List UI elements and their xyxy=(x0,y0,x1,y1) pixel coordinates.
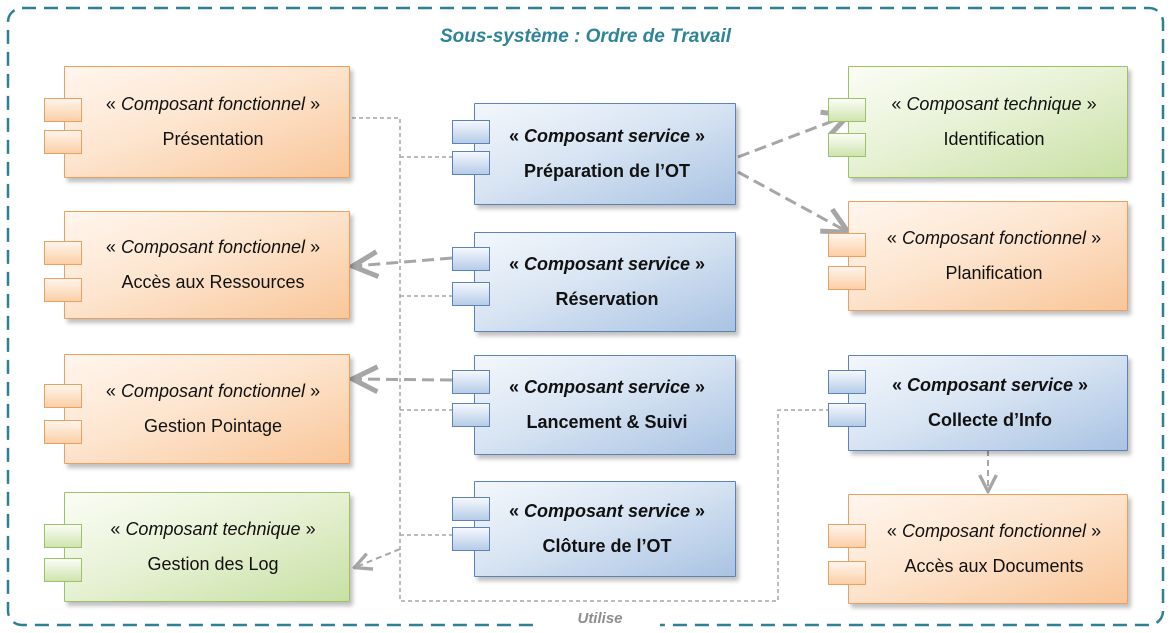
component-gestion-pointage[interactable]: « Composant fonctionnel » Gestion Pointa… xyxy=(64,354,350,464)
component-port-icon xyxy=(44,420,82,444)
arrow-lancement-to-gestion-pointage xyxy=(355,379,453,380)
component-port-icon xyxy=(452,151,490,175)
component-port-icon xyxy=(44,524,82,548)
component-port-icon xyxy=(828,561,866,585)
component-name: Clôture de l’OT xyxy=(542,536,672,556)
component-acces-ressources[interactable]: « Composant fonctionnel » Accès aux Ress… xyxy=(64,211,350,319)
component-reservation[interactable]: « Composant service » Réservation xyxy=(474,232,736,332)
component-port-icon xyxy=(452,120,490,144)
component-name: Identification xyxy=(943,129,1045,149)
component-port-icon xyxy=(828,133,866,157)
stereotype-label: « Composant fonctionnel » xyxy=(886,521,1102,541)
stereotype-label: « Composant technique » xyxy=(891,94,1097,114)
component-port-icon xyxy=(452,282,490,306)
arrow-preparation-to-planification xyxy=(737,170,846,231)
stereotype-label: « Composant fonctionnel » xyxy=(105,94,321,114)
component-name: Planification xyxy=(945,263,1043,283)
component-port-icon xyxy=(452,497,490,521)
component-name: Accès aux Ressources xyxy=(121,272,305,292)
component-identification[interactable]: « Composant technique » Identification xyxy=(848,66,1128,178)
component-port-icon xyxy=(44,558,82,582)
component-port-icon xyxy=(44,278,82,302)
trunk-left xyxy=(352,117,828,602)
stereotype-label: « Composant fonctionnel » xyxy=(105,237,321,257)
arrow-preparation-to-identification xyxy=(737,116,846,159)
frame-title: Sous-système : Ordre de Travail xyxy=(439,26,732,47)
component-collecte[interactable]: « Composant service » Collecte d’Info xyxy=(848,355,1128,451)
component-presentation[interactable]: « Composant fonctionnel » Présentation xyxy=(64,66,350,178)
component-lancement[interactable]: « Composant service » Lancement & Suivi xyxy=(474,355,736,455)
component-port-icon xyxy=(828,266,866,290)
stereotype-label: « Composant service » xyxy=(508,501,706,521)
component-cloture[interactable]: « Composant service » Clôture de l’OT xyxy=(474,481,736,577)
component-name: Accès aux Documents xyxy=(904,556,1084,576)
component-port-icon xyxy=(828,233,866,257)
component-port-icon xyxy=(452,370,490,394)
component-name: Préparation de l’OT xyxy=(523,161,691,181)
arrow-reservation-to-acces-ressources xyxy=(355,258,453,266)
stereotype-label: « Composant service » xyxy=(508,254,706,274)
component-name: Présentation xyxy=(162,129,264,149)
component-port-icon xyxy=(44,241,82,265)
component-name: Gestion des Log xyxy=(147,554,279,574)
component-preparation[interactable]: « Composant service » Préparation de l’O… xyxy=(474,103,736,205)
component-planification[interactable]: « Composant fonctionnel » Planification xyxy=(848,201,1128,311)
component-port-icon xyxy=(44,98,82,122)
relation-label-utilise: Utilise xyxy=(540,610,660,627)
component-port-icon xyxy=(452,247,490,271)
component-port-icon xyxy=(452,403,490,427)
stereotype-label: « Composant service » xyxy=(891,375,1089,395)
component-acces-documents[interactable]: « Composant fonctionnel » Accès aux Docu… xyxy=(848,494,1128,604)
component-port-icon xyxy=(828,98,866,122)
component-port-icon xyxy=(44,130,82,154)
arrow-cloture-to-gestion-log xyxy=(356,548,401,567)
component-port-icon xyxy=(828,524,866,548)
component-port-icon xyxy=(828,370,866,394)
component-name: Gestion Pointage xyxy=(143,416,283,436)
stereotype-label: « Composant fonctionnel » xyxy=(886,228,1102,248)
component-name: Réservation xyxy=(555,289,659,309)
component-name: Collecte d’Info xyxy=(927,410,1052,430)
stereotype-label: « Composant service » xyxy=(508,126,706,146)
component-port-icon xyxy=(452,527,490,551)
component-name: Lancement & Suivi xyxy=(526,412,688,432)
stereotype-label: « Composant fonctionnel » xyxy=(105,381,321,401)
stereotype-label: « Composant service » xyxy=(508,377,706,397)
component-gestion-log[interactable]: « Composant technique » Gestion des Log xyxy=(64,492,350,602)
stereotype-label: « Composant technique » xyxy=(110,519,316,539)
component-port-icon xyxy=(44,384,82,408)
component-port-icon xyxy=(828,403,866,427)
